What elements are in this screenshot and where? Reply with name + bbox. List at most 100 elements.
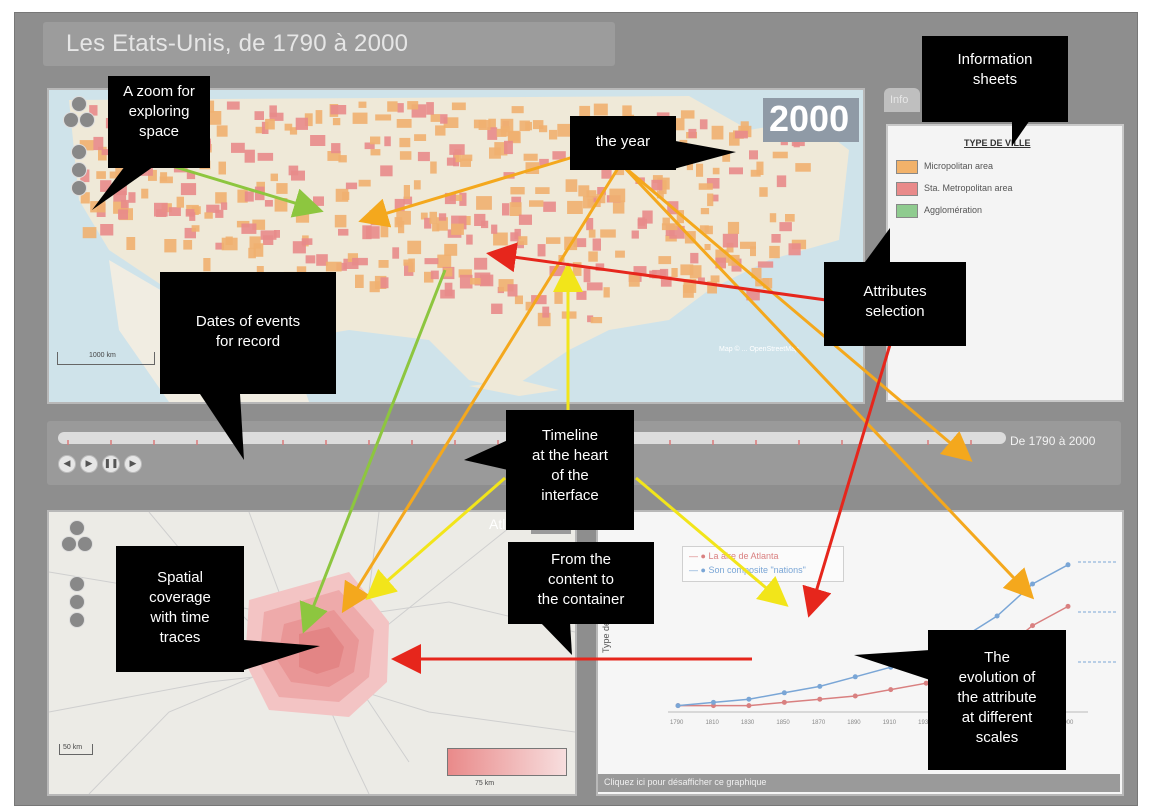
county-cell xyxy=(274,198,288,212)
callout-line: Dates of events xyxy=(195,313,301,330)
callout-line: Attributes xyxy=(863,283,927,300)
chart-tick-label: 1910 xyxy=(883,720,897,726)
legend-row-micropolitan[interactable]: Micropolitan area xyxy=(896,160,1096,174)
county-cell xyxy=(700,208,710,215)
scale-bar xyxy=(57,352,155,365)
chart-data-point[interactable] xyxy=(817,696,823,702)
county-cell xyxy=(413,180,421,190)
chart-data-point[interactable] xyxy=(1065,562,1071,568)
county-cell xyxy=(510,232,519,242)
zoom-out-button[interactable] xyxy=(69,612,85,628)
legend-row-agglomeration[interactable]: Agglomération xyxy=(896,204,1096,218)
county-cell xyxy=(595,263,605,271)
rewind-button[interactable]: ◀ xyxy=(58,455,76,473)
county-cell xyxy=(699,225,709,233)
chart-data-point[interactable] xyxy=(746,696,752,702)
county-cell xyxy=(432,223,440,232)
play-button[interactable]: ▶ xyxy=(80,455,98,473)
pan-left-button[interactable] xyxy=(63,112,79,128)
county-cell xyxy=(444,282,453,297)
county-cell xyxy=(304,113,313,127)
county-cell xyxy=(164,239,177,253)
county-cell xyxy=(601,166,612,179)
county-cell xyxy=(588,229,596,238)
county-cell xyxy=(215,192,227,204)
county-cell xyxy=(729,132,740,146)
chart-data-point[interactable] xyxy=(817,683,823,689)
callout-line: with time xyxy=(150,609,210,626)
chart-data-point[interactable] xyxy=(888,687,894,693)
county-cell xyxy=(565,179,578,192)
chart-series-line[interactable] xyxy=(677,564,1069,707)
county-cell xyxy=(384,136,391,147)
county-cell xyxy=(115,163,124,177)
chart-data-point[interactable] xyxy=(1065,603,1071,609)
county-cell xyxy=(715,257,726,269)
chart-data-point[interactable] xyxy=(852,693,858,699)
scale-bar-bottom xyxy=(59,744,93,755)
county-cell xyxy=(493,232,508,246)
county-cell xyxy=(771,234,781,243)
county-cell xyxy=(487,127,498,140)
chart-tick-label: 1870 xyxy=(812,720,826,726)
county-cell xyxy=(722,150,731,162)
county-cell xyxy=(749,150,758,160)
county-cell xyxy=(686,161,693,171)
county-cell xyxy=(218,161,226,175)
chart-data-point[interactable] xyxy=(710,699,716,705)
county-cell xyxy=(661,223,678,231)
pan-right-button[interactable] xyxy=(77,536,93,552)
chart-data-point[interactable] xyxy=(994,613,1000,619)
chart-data-point[interactable] xyxy=(1030,623,1036,629)
chart-data-point[interactable] xyxy=(746,703,752,709)
chart-data-point[interactable] xyxy=(852,674,858,680)
county-cell xyxy=(488,118,496,129)
county-cell xyxy=(776,175,787,188)
chart-footer-text[interactable]: Cliquez ici pour désafficher ce graphiqu… xyxy=(604,777,767,787)
chart-footer[interactable]: Cliquez ici pour désafficher ce graphiqu… xyxy=(598,774,1120,792)
county-cell xyxy=(435,125,446,136)
county-cell xyxy=(128,192,136,203)
pan-right-button[interactable] xyxy=(79,112,95,128)
zoom-in-button[interactable] xyxy=(71,144,87,160)
county-cell xyxy=(576,290,587,300)
pan-up-button[interactable] xyxy=(69,520,85,536)
legend-entry-national[interactable]: — ● Son composite "nations" xyxy=(689,565,806,575)
chart-data-point[interactable] xyxy=(923,680,929,686)
county-cell xyxy=(118,209,128,220)
chart-data-point[interactable] xyxy=(781,690,787,696)
legend-entry-atlanta[interactable]: — ● La aire de Atlanta xyxy=(689,551,779,561)
chart-data-point[interactable] xyxy=(675,703,681,709)
info-tab[interactable] xyxy=(884,88,920,112)
county-cell xyxy=(176,196,184,208)
county-cell xyxy=(491,224,498,234)
county-cell xyxy=(481,220,489,229)
legend-label: Agglomération xyxy=(924,205,983,215)
pause-button[interactable]: ❚❚ xyxy=(102,455,120,473)
county-cell xyxy=(614,165,625,176)
zoom-level-button[interactable] xyxy=(71,162,87,178)
page-title: Les Etats-Unis, de 1790 à 2000 xyxy=(66,30,409,57)
county-cell xyxy=(514,295,523,305)
zoom-in-button[interactable] xyxy=(69,576,85,592)
chart-data-point[interactable] xyxy=(781,699,787,705)
county-cell xyxy=(671,268,678,278)
callout-line: space xyxy=(138,123,180,140)
chart-legend: — ● La aire de Atlanta — ● Son composite… xyxy=(682,546,844,582)
forward-button[interactable]: ▶ xyxy=(124,455,142,473)
county-cell xyxy=(296,266,307,278)
county-cell xyxy=(221,237,238,251)
county-cell xyxy=(332,118,341,126)
county-cell xyxy=(260,230,277,240)
zoom-up-button[interactable] xyxy=(71,96,87,112)
county-cell xyxy=(89,105,98,116)
county-cell xyxy=(680,110,695,119)
zoom-level-button[interactable] xyxy=(69,594,85,610)
pan-left-button[interactable] xyxy=(61,536,77,552)
county-cell xyxy=(96,171,106,179)
zoom-out-button[interactable] xyxy=(71,180,87,196)
county-cell xyxy=(392,247,400,259)
info-tab-label[interactable]: Info xyxy=(890,94,909,106)
county-cell xyxy=(762,278,773,289)
legend-row-metropolitan[interactable]: Sta. Metropolitan area xyxy=(896,182,1096,196)
